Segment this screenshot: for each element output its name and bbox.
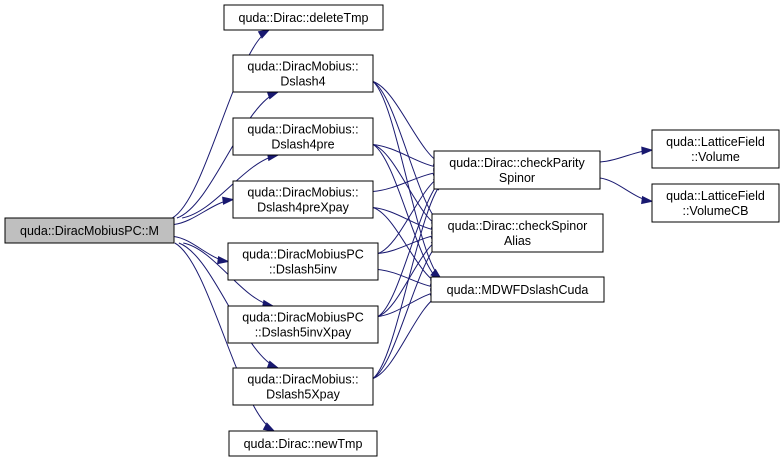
arrowhead-icon <box>262 422 276 432</box>
node-box <box>651 129 780 169</box>
edge-line <box>372 81 443 226</box>
node-box <box>430 276 605 303</box>
node-label: quda::DiracMobius:: <box>247 123 358 137</box>
node-label: quda::Dirac::deleteTmp <box>239 11 369 25</box>
node-label: quda::LatticeField <box>666 189 765 203</box>
node-label: quda::DiracMobius:: <box>247 60 358 74</box>
edge-M-to-newTmp <box>174 242 276 432</box>
node-Dslash5inv[interactable]: quda::DiracMobiusPC::Dslash5inv <box>227 242 379 281</box>
node-label: quda::DiracMobius:: <box>247 186 358 200</box>
node-box <box>232 54 374 93</box>
node-box <box>228 430 378 457</box>
node-Dslash5Xpay[interactable]: quda::DiracMobius::Dslash5Xpay <box>232 367 374 406</box>
node-label: Dslash5Xpay <box>266 388 340 402</box>
edge-line <box>372 293 442 379</box>
arrowhead-icon <box>641 146 654 155</box>
edge-line <box>372 240 443 379</box>
edge-checkParity-to-VolumeCB <box>599 177 654 205</box>
node-Dslash4[interactable]: quda::DiracMobius::Dslash4 <box>232 54 374 93</box>
node-label: quda::DiracMobiusPC <box>242 311 364 325</box>
node-label: Spinor <box>499 171 535 185</box>
node-deleteTmp[interactable]: quda::Dirac::deleteTmp <box>223 4 384 31</box>
edge-checkParity-to-Volume <box>599 146 654 163</box>
edge-M-to-Dslash4preXpay <box>173 196 235 225</box>
arrowhead-icon <box>217 255 230 265</box>
edge-Dslash5Xpay-to-MDWF <box>372 293 443 379</box>
node-label: Dslash4pre <box>271 138 334 152</box>
node-label: ::Dslash5inv <box>269 263 338 277</box>
node-label: quda::Dirac::checkSpinor <box>448 219 588 233</box>
arrowhead-icon <box>641 195 654 205</box>
edge-line <box>176 91 279 219</box>
node-VolumeCB[interactable]: quda::LatticeField::VolumeCB <box>651 183 780 223</box>
node-box <box>431 213 604 253</box>
node-MDWF[interactable]: quda::MDWFDslashCuda <box>430 276 605 303</box>
edge-line <box>372 81 442 280</box>
node-label: ::Volume <box>691 150 740 164</box>
arrowhead-icon <box>222 196 235 205</box>
edge-line <box>182 154 279 219</box>
node-box <box>651 183 780 223</box>
arrowhead-icon <box>266 91 280 100</box>
node-label: quda::MDWFDslashCuda <box>447 283 589 297</box>
edge-M-to-deleteTmp <box>172 29 271 219</box>
node-label: Dslash4 <box>280 75 325 89</box>
node-label: ::Dslash5invXpay <box>255 326 352 340</box>
node-label: Alias <box>504 234 531 248</box>
node-box <box>232 117 374 156</box>
arrowhead-icon <box>257 29 271 39</box>
arrowhead-icon <box>266 360 280 369</box>
node-box <box>227 305 379 344</box>
edge-Dslash4-to-checkSpinorAlias <box>372 81 444 226</box>
node-newTmp[interactable]: quda::Dirac::newTmp <box>228 430 378 457</box>
edge-line <box>172 29 270 219</box>
node-Dslash4pre[interactable]: quda::DiracMobius::Dslash4pre <box>232 117 374 156</box>
edge-M-to-Dslash4 <box>176 91 280 219</box>
node-Dslash5invXpay[interactable]: quda::DiracMobiusPC::Dslash5invXpay <box>227 305 379 344</box>
edge-Dslash5Xpay-to-checkSpinorAlias <box>372 239 444 379</box>
node-label: Dslash4preXpay <box>257 201 349 215</box>
node-box <box>227 242 379 281</box>
node-Dslash4preXpay[interactable]: quda::DiracMobius::Dslash4preXpay <box>232 180 374 219</box>
node-box <box>4 217 175 244</box>
edge-line <box>372 180 445 379</box>
edge-M-to-Dslash5inv <box>173 236 230 265</box>
node-label: quda::DiracMobius:: <box>247 373 358 387</box>
node-label: quda::DiracMobiusPC::M <box>20 224 159 238</box>
edge-line <box>174 242 275 432</box>
node-box <box>232 180 374 219</box>
edge-line <box>372 144 442 283</box>
node-M[interactable]: quda::DiracMobiusPC::M <box>4 217 175 244</box>
edge-Dslash4-to-MDWF <box>372 81 443 280</box>
node-label: ::VolumeCB <box>682 204 748 218</box>
node-label: quda::LatticeField <box>666 135 765 149</box>
node-label: quda::Dirac::newTmp <box>244 437 363 451</box>
node-Volume[interactable]: quda::LatticeField::Volume <box>651 129 780 169</box>
nodes-layer: quda::DiracMobiusPC::M quda::Dirac::delet… <box>4 4 780 457</box>
node-box <box>433 150 601 190</box>
node-label: quda::Dirac::checkParity <box>449 156 585 170</box>
node-box <box>232 367 374 406</box>
node-box <box>223 4 384 31</box>
node-label: quda::DiracMobiusPC <box>242 248 364 262</box>
